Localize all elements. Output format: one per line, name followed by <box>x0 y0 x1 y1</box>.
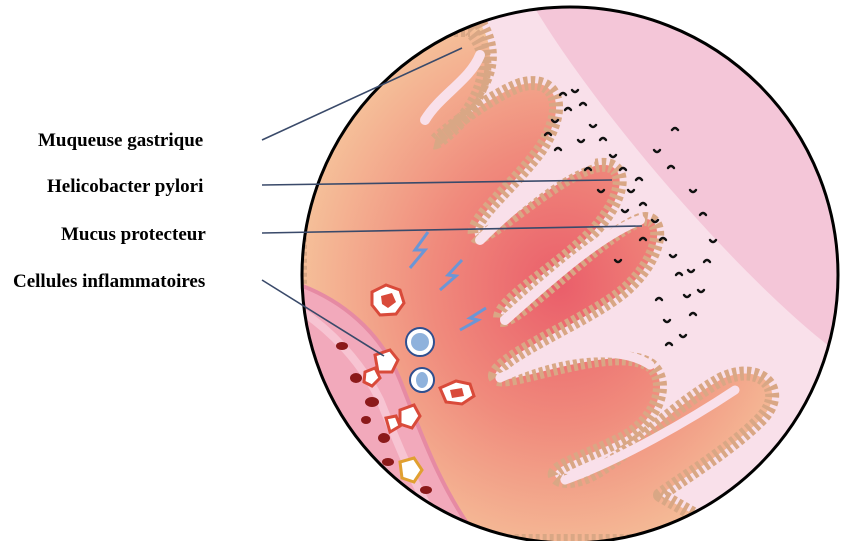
leader-line-helicobacter <box>261 179 613 186</box>
label-helicobacter: Helicobacter pylori <box>47 176 204 197</box>
label-gastric-mucosa: Muqueuse gastrique <box>38 130 204 151</box>
inflammation-signals <box>408 231 487 332</box>
helicobacter-bacteria <box>543 88 718 347</box>
label-inflammatory-cells: Cellules inflammatoires <box>13 271 206 292</box>
inflammatory-cells <box>362 283 476 484</box>
leader-line-mucus <box>261 225 643 234</box>
crevice <box>475 155 595 245</box>
crevice <box>560 385 740 485</box>
label-mucus: Mucus protecteur <box>61 224 206 245</box>
magnification-circle <box>300 5 840 541</box>
crevice <box>495 348 655 383</box>
leader-line-inflammatory-cells <box>261 279 385 357</box>
leader-line-gastric-mucosa <box>261 47 463 141</box>
leader-lines <box>261 47 643 357</box>
crevice <box>420 50 485 125</box>
